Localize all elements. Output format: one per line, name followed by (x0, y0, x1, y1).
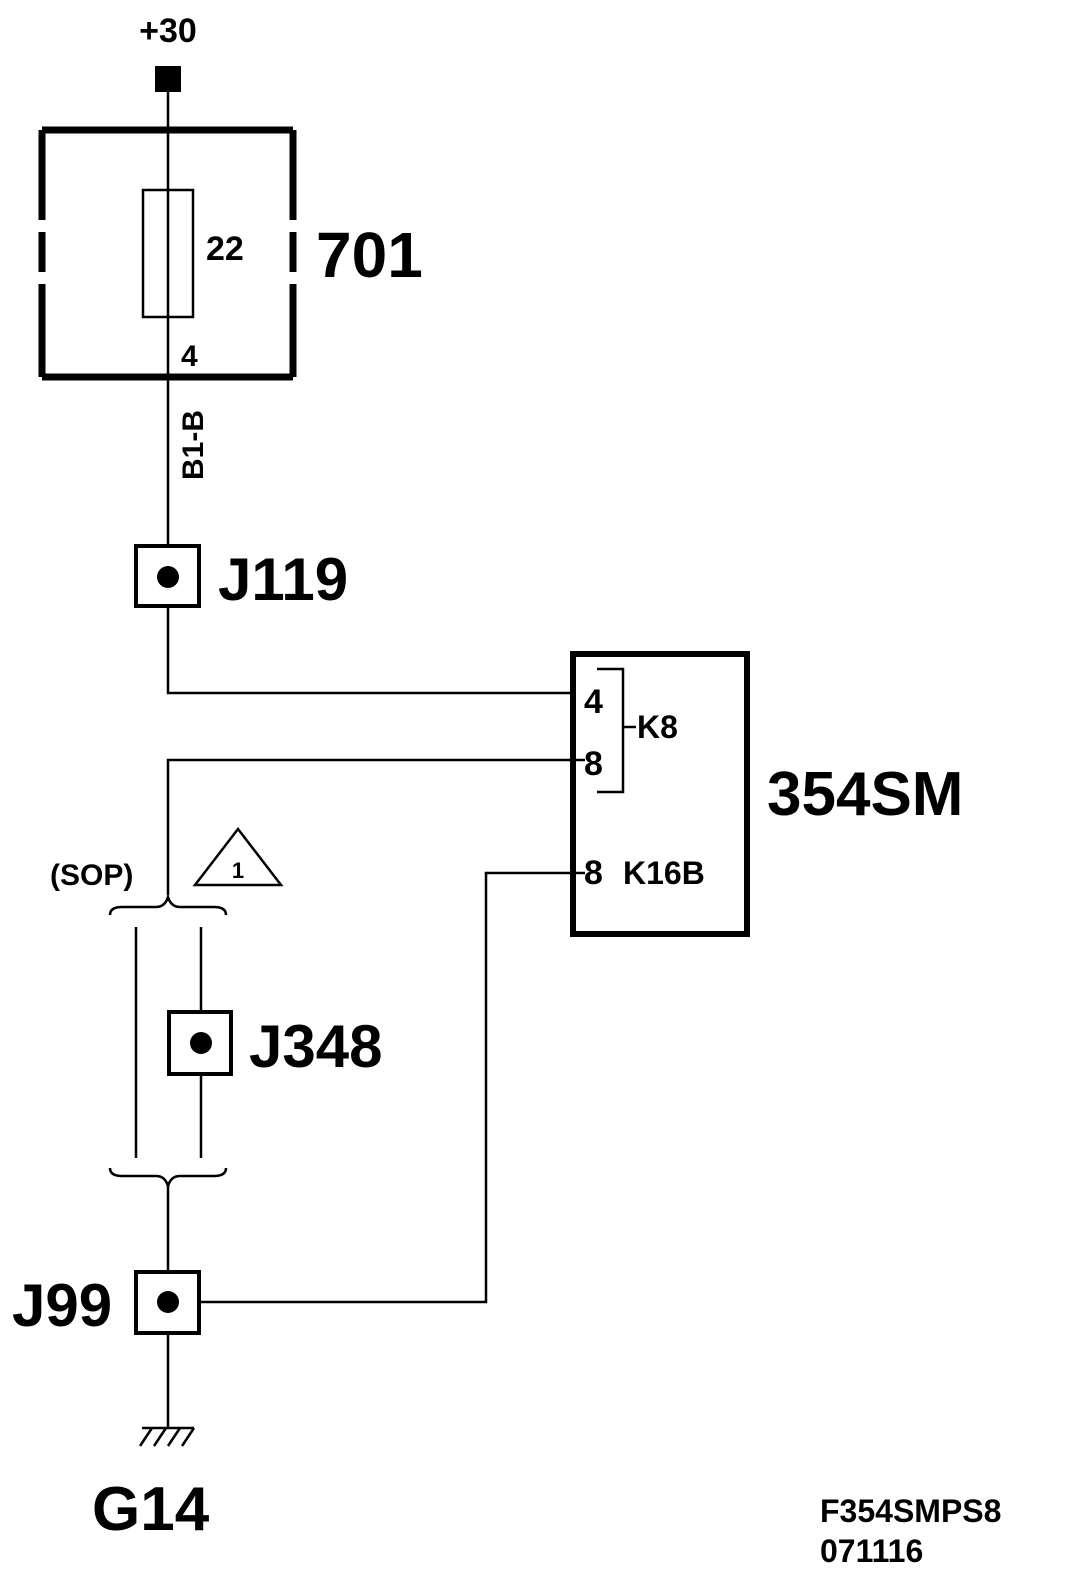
variant-brace-top (108, 892, 228, 916)
fuse-rating: 22 (206, 230, 244, 268)
supply-terminal (155, 66, 181, 92)
drawing-code: F354SMPS8 (820, 1493, 1001, 1529)
wire-k16b-to-j99 (199, 871, 585, 1304)
variant-label: (SOP) (50, 859, 133, 892)
k16b-connector-label: K16B (623, 855, 705, 891)
fuse-pin: 4 (181, 340, 198, 373)
junction-j99-label: J99 (12, 1272, 112, 1339)
wire-k8-pin8 (166, 758, 585, 895)
junction-j99-dot (157, 1291, 179, 1313)
junction-j119-dot (157, 566, 179, 588)
junction-j119-label: J119 (218, 546, 348, 613)
wire-j119-to-k8-pin4 (166, 606, 585, 695)
ground-icon (138, 1426, 196, 1447)
supply-label: +30 (139, 12, 197, 50)
drawing-date: 071116 (820, 1533, 923, 1569)
note-number: 1 (232, 858, 244, 883)
junction-j348-dot (190, 1032, 212, 1054)
junction-j348-label: J348 (249, 1013, 382, 1080)
wire-code-label: B1-B (177, 410, 210, 480)
fuse-box-701 (38, 126, 297, 381)
module-354sm (570, 651, 750, 937)
k8-connector-label: K8 (637, 709, 678, 745)
variant-brace-bottom (108, 1167, 228, 1191)
k8-pin-4: 4 (584, 683, 603, 721)
k16b-pin-8: 8 (584, 854, 603, 892)
ground-label: G14 (92, 1475, 210, 1544)
k8-bracket (597, 667, 625, 794)
note-triangle (192, 826, 284, 887)
fuse-box-label: 701 (316, 219, 423, 291)
module-label: 354SM (767, 760, 963, 829)
k8-pin-8: 8 (584, 745, 603, 783)
